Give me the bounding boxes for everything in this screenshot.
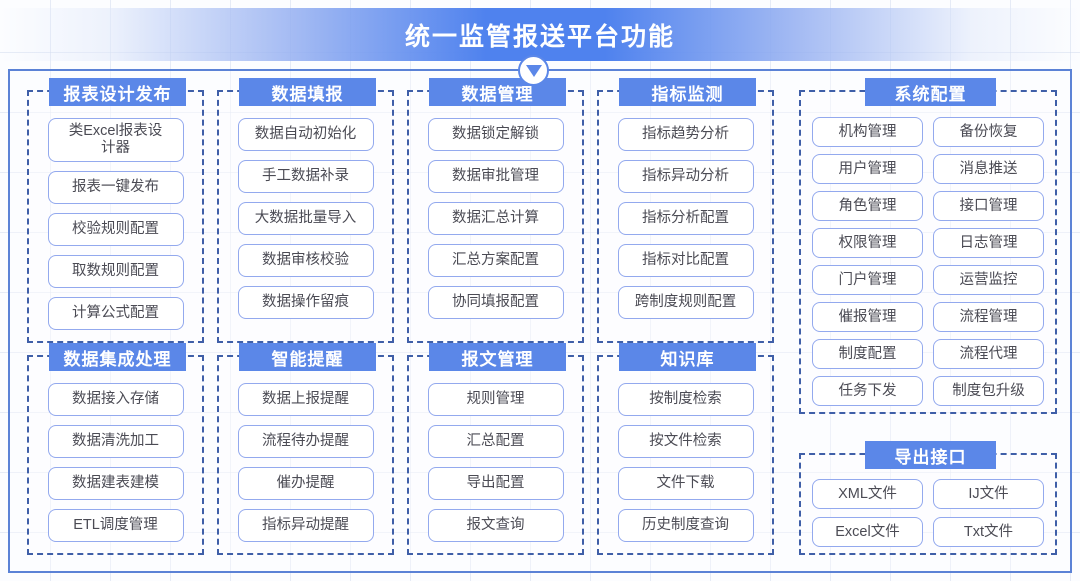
item-portal-management[interactable]: 门户管理 (812, 265, 923, 295)
item-system-package-upgrade[interactable]: 制度包升级 (933, 376, 1044, 406)
group-items-system-config: 机构管理 备份恢复 用户管理 消息推送 角色管理 接口管理 权限管理 日志管理 … (812, 117, 1044, 406)
item-calc-formula-config[interactable]: 计算公式配置 (47, 297, 184, 330)
item-data-operation-trace[interactable]: 数据操作留痕 (237, 286, 374, 319)
item-user-management[interactable]: 用户管理 (812, 154, 923, 184)
item-summary-config[interactable]: 汇总配置 (427, 425, 564, 458)
group-title-system-config: 系统配置 (865, 78, 996, 106)
item-log-management[interactable]: 日志管理 (933, 228, 1044, 258)
page-title: 统一监管报送平台功能 (404, 22, 675, 51)
group-items-data-filling: 数据自动初始化 手工数据补录 大数据批量导入 数据审核校验 数据操作留痕 (219, 118, 392, 319)
group-indicator-monitoring: 指标监测 指标趋势分析 指标异动分析 指标分析配置 指标对比配置 跨制度规则配置 (597, 78, 774, 343)
group-title-knowledge-base: 知识库 (619, 343, 756, 371)
chevron-down-triangle-icon (518, 55, 549, 86)
item-bigdata-batch-import[interactable]: 大数据批量导入 (237, 202, 374, 235)
item-data-auto-init[interactable]: 数据自动初始化 (237, 118, 374, 151)
item-workflow-management[interactable]: 流程管理 (933, 302, 1044, 332)
triangle-shape (525, 64, 542, 77)
group-title-report-design-publish: 报表设计发布 (49, 78, 186, 106)
item-message-push[interactable]: 消息推送 (933, 154, 1044, 184)
item-report-one-click-publish[interactable]: 报表一键发布 (47, 171, 184, 204)
group-items-smart-reminder: 数据上报提醒 流程待办提醒 催办提醒 指标异动提醒 (219, 383, 392, 542)
item-history-system-query[interactable]: 历史制度查询 (617, 509, 754, 542)
item-etl-scheduling-management[interactable]: ETL调度管理 (47, 509, 184, 542)
item-data-report-reminder[interactable]: 数据上报提醒 (237, 383, 374, 416)
item-data-lock-unlock[interactable]: 数据锁定解锁 (427, 118, 564, 151)
item-search-by-file[interactable]: 按文件检索 (617, 425, 754, 458)
group-system-config: 系统配置 机构管理 备份恢复 用户管理 消息推送 角色管理 接口管理 权限管理 … (799, 78, 1057, 414)
item-workflow-delegate[interactable]: 流程代理 (933, 339, 1044, 369)
group-data-integration: 数据集成处理 数据接入存储 数据清洗加工 数据建表建模 ETL调度管理 (27, 343, 204, 555)
item-data-audit-check[interactable]: 数据审核校验 (237, 244, 374, 277)
item-fetch-rule-config[interactable]: 取数规则配置 (47, 255, 184, 288)
item-cross-system-rule-config[interactable]: 跨制度规则配置 (617, 286, 754, 319)
item-indicator-anomaly-reminder[interactable]: 指标异动提醒 (237, 509, 374, 542)
group-data-management: 数据管理 数据锁定解锁 数据审批管理 数据汇总计算 汇总方案配置 协同填报配置 (407, 78, 584, 343)
item-role-management[interactable]: 角色管理 (812, 191, 923, 221)
group-title-data-filling: 数据填报 (239, 78, 376, 106)
item-txt-file[interactable]: Txt文件 (933, 517, 1044, 547)
group-title-data-integration: 数据集成处理 (49, 343, 186, 371)
group-title-smart-reminder: 智能提醒 (239, 343, 376, 371)
item-backup-restore[interactable]: 备份恢复 (933, 117, 1044, 147)
group-message-management: 报文管理 规则管理 汇总配置 导出配置 报文查询 (407, 343, 584, 555)
group-title-export-interface: 导出接口 (865, 441, 996, 469)
item-search-by-system[interactable]: 按制度检索 (617, 383, 754, 416)
group-items-data-integration: 数据接入存储 数据清洗加工 数据建表建模 ETL调度管理 (29, 383, 202, 542)
item-rule-management[interactable]: 规则管理 (427, 383, 564, 416)
item-data-cleaning-processing[interactable]: 数据清洗加工 (47, 425, 184, 458)
item-org-management[interactable]: 机构管理 (812, 117, 923, 147)
group-items-data-management: 数据锁定解锁 数据审批管理 数据汇总计算 汇总方案配置 协同填报配置 (409, 118, 582, 319)
item-indicator-analysis-config[interactable]: 指标分析配置 (617, 202, 754, 235)
group-export-interface: 导出接口 XML文件 IJ文件 Excel文件 Txt文件 (799, 441, 1057, 555)
item-export-config[interactable]: 导出配置 (427, 467, 564, 500)
group-items-message-management: 规则管理 汇总配置 导出配置 报文查询 (409, 383, 582, 542)
group-data-filling: 数据填报 数据自动初始化 手工数据补录 大数据批量导入 数据审核校验 数据操作留… (217, 78, 394, 343)
item-xml-file[interactable]: XML文件 (812, 479, 923, 509)
group-report-design-publish: 报表设计发布 类Excel报表设 计器 报表一键发布 校验规则配置 取数规则配置… (27, 78, 204, 343)
group-items-knowledge-base: 按制度检索 按文件检索 文件下载 历史制度查询 (599, 383, 772, 542)
item-workflow-todo-reminder[interactable]: 流程待办提醒 (237, 425, 374, 458)
item-system-config-setting[interactable]: 制度配置 (812, 339, 923, 369)
item-data-table-modeling[interactable]: 数据建表建模 (47, 467, 184, 500)
item-permission-management[interactable]: 权限管理 (812, 228, 923, 258)
item-file-download[interactable]: 文件下载 (617, 467, 754, 500)
item-message-query[interactable]: 报文查询 (427, 509, 564, 542)
item-urge-report-management[interactable]: 催报管理 (812, 302, 923, 332)
item-data-summary-calc[interactable]: 数据汇总计算 (427, 202, 564, 235)
item-ij-file[interactable]: IJ文件 (933, 479, 1044, 509)
item-excel-file[interactable]: Excel文件 (812, 517, 923, 547)
diagram-container: 报表设计发布 类Excel报表设 计器 报表一键发布 校验规则配置 取数规则配置… (8, 69, 1072, 573)
group-items-indicator-monitoring: 指标趋势分析 指标异动分析 指标分析配置 指标对比配置 跨制度规则配置 (599, 118, 772, 319)
item-validation-rule-config[interactable]: 校验规则配置 (47, 213, 184, 246)
item-interface-management[interactable]: 接口管理 (933, 191, 1044, 221)
group-title-message-management: 报文管理 (429, 343, 566, 371)
item-task-dispatch[interactable]: 任务下发 (812, 376, 923, 406)
group-knowledge-base: 知识库 按制度检索 按文件检索 文件下载 历史制度查询 (597, 343, 774, 555)
group-items-export-interface: XML文件 IJ文件 Excel文件 Txt文件 (812, 479, 1044, 547)
item-operation-monitoring[interactable]: 运营监控 (933, 265, 1044, 295)
item-excel-report-designer[interactable]: 类Excel报表设 计器 (47, 118, 184, 162)
group-items-report-design-publish: 类Excel报表设 计器 报表一键发布 校验规则配置 取数规则配置 计算公式配置 (29, 118, 202, 330)
item-summary-scheme-config[interactable]: 汇总方案配置 (427, 244, 564, 277)
item-manual-data-entry[interactable]: 手工数据补录 (237, 160, 374, 193)
group-title-indicator-monitoring: 指标监测 (619, 78, 756, 106)
item-collaborative-filling-config[interactable]: 协同填报配置 (427, 286, 564, 319)
group-title-data-management: 数据管理 (429, 78, 566, 106)
item-indicator-anomaly-analysis[interactable]: 指标异动分析 (617, 160, 754, 193)
group-smart-reminder: 智能提醒 数据上报提醒 流程待办提醒 催办提醒 指标异动提醒 (217, 343, 394, 555)
item-urge-reminder[interactable]: 催办提醒 (237, 467, 374, 500)
page-title-band: 统一监管报送平台功能 (0, 8, 1080, 61)
item-data-ingest-storage[interactable]: 数据接入存储 (47, 383, 184, 416)
item-data-approval-management[interactable]: 数据审批管理 (427, 160, 564, 193)
item-indicator-comparison-config[interactable]: 指标对比配置 (617, 244, 754, 277)
item-indicator-trend-analysis[interactable]: 指标趋势分析 (617, 118, 754, 151)
